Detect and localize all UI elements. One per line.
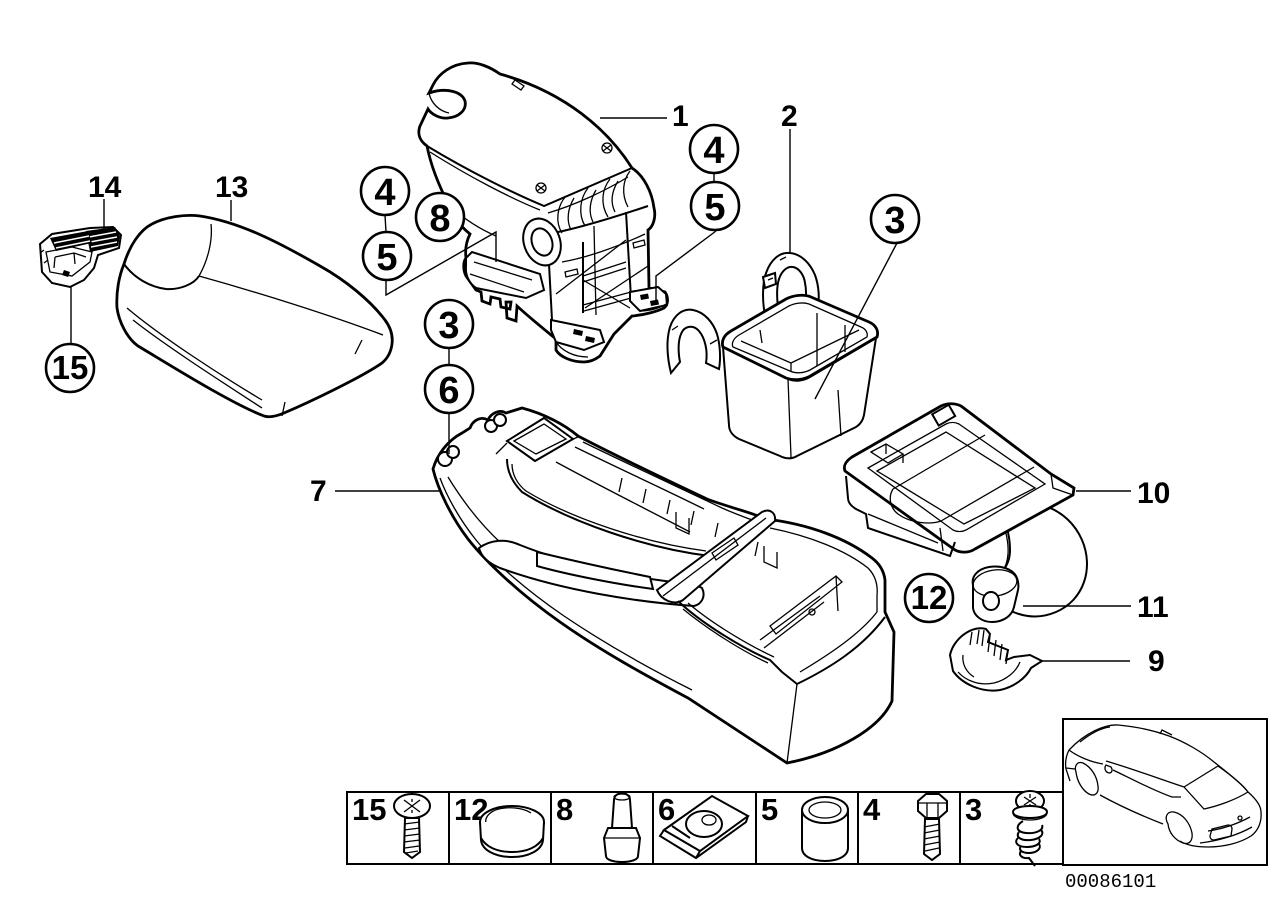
svg-text:4: 4 (863, 792, 881, 827)
svg-text:5: 5 (376, 237, 397, 279)
svg-text:8: 8 (556, 792, 573, 827)
svg-text:6: 6 (438, 370, 459, 412)
svg-text:15: 15 (352, 792, 386, 827)
svg-text:6: 6 (658, 792, 675, 827)
svg-text:3: 3 (438, 305, 459, 347)
svg-text:4: 4 (374, 172, 395, 214)
svg-text:7: 7 (310, 475, 327, 508)
svg-text:11: 11 (1137, 591, 1169, 624)
svg-text:1: 1 (672, 100, 689, 133)
svg-text:14: 14 (88, 171, 122, 204)
svg-text:00086101: 00086101 (1065, 871, 1156, 893)
svg-text:15: 15 (52, 349, 89, 386)
svg-text:3: 3 (965, 792, 982, 827)
svg-text:9: 9 (1148, 645, 1165, 678)
svg-text:4: 4 (703, 130, 724, 172)
svg-text:8: 8 (429, 198, 450, 240)
svg-text:12: 12 (911, 579, 948, 616)
svg-text:13: 13 (215, 171, 248, 204)
svg-text:2: 2 (781, 100, 798, 133)
svg-text:5: 5 (704, 187, 725, 229)
svg-text:5: 5 (761, 792, 778, 827)
svg-text:10: 10 (1137, 477, 1170, 510)
svg-text:3: 3 (884, 200, 905, 242)
